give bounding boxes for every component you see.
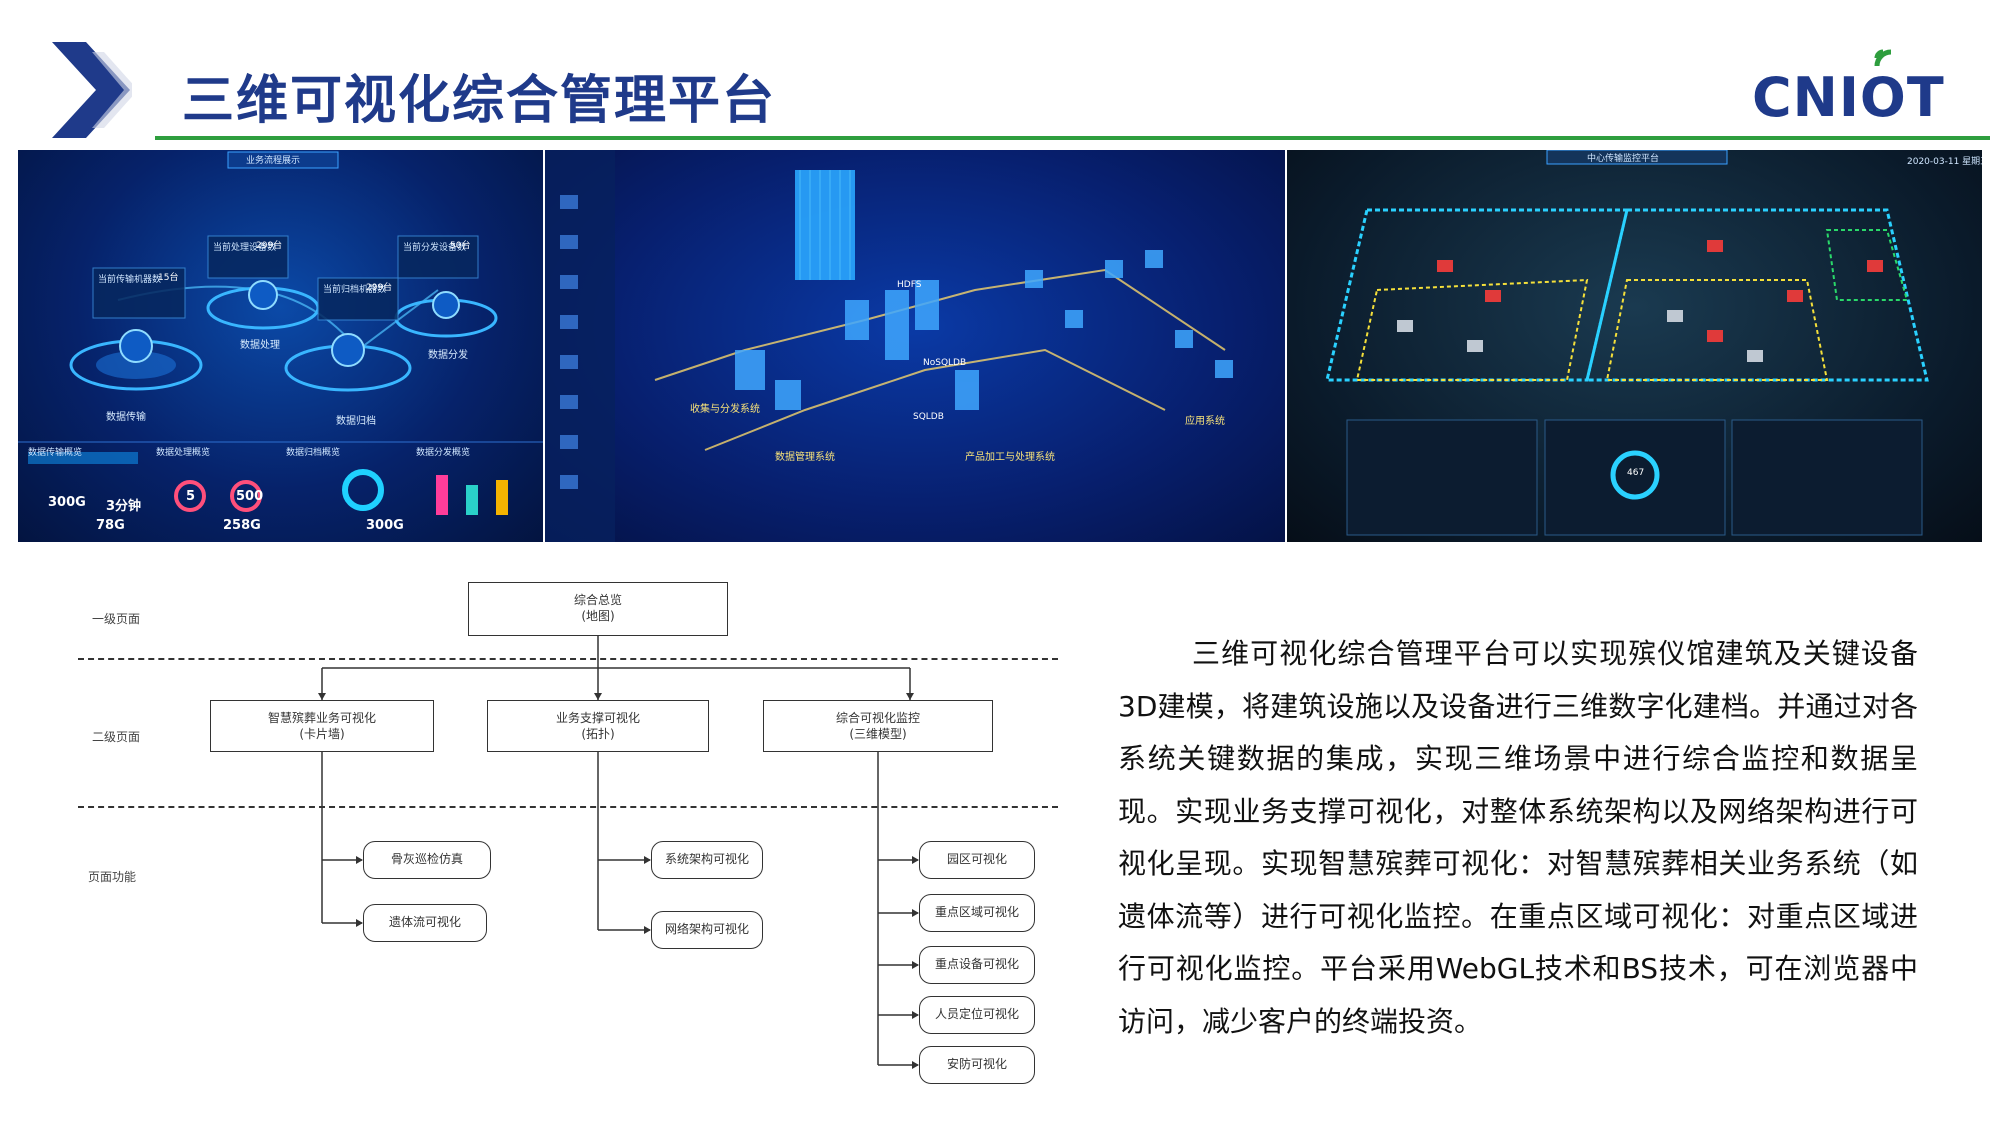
panel-title: 数据处理概览 bbox=[156, 448, 211, 458]
org-box-title: 智慧殡葬业务可视化 bbox=[267, 711, 376, 725]
header-divider bbox=[155, 136, 1990, 140]
system-architecture-3d-image: 数据管理系统 收集与分发系统 产品加工与处理系统 应用系统 HDFS NoSQL… bbox=[545, 150, 1285, 542]
panel-value: 258G bbox=[223, 518, 261, 533]
org-function-pill: 人员定位可视化 bbox=[919, 996, 1035, 1034]
arch-label: SQLDB bbox=[913, 412, 944, 422]
level-divider bbox=[78, 658, 1058, 660]
dashboard-graphic bbox=[18, 151, 543, 515]
node-label: 数据归档 bbox=[336, 416, 376, 427]
node-count: 299台 bbox=[256, 241, 283, 251]
signal-icon bbox=[1874, 49, 1892, 67]
panel-value: 5 bbox=[186, 489, 196, 504]
org-level2-box: 综合可视化监控 (三维模型) bbox=[763, 700, 993, 752]
panel-title: 数据归档概览 bbox=[286, 448, 341, 458]
org-level2-box: 业务支撑可视化 (拓扑) bbox=[487, 700, 709, 752]
org-box-title: 综合总览 bbox=[573, 593, 622, 607]
node-count: 15台 bbox=[158, 273, 179, 283]
shot3-title: 中心传输监控平台 bbox=[1587, 154, 1660, 164]
org-box-sub: (卡片墙) bbox=[299, 727, 345, 741]
node-label: 数据传输 bbox=[106, 412, 146, 423]
org-function-pill: 安防可视化 bbox=[919, 1046, 1035, 1084]
panel-value: 300G bbox=[366, 518, 404, 533]
org-level2-box: 智慧殡葬业务可视化 (卡片墙) bbox=[210, 700, 434, 752]
org-function-pill: 重点设备可视化 bbox=[919, 946, 1035, 984]
description-paragraph: 三维可视化综合管理平台可以实现殡仪馆建筑及关键设备3D建模，将建筑设施以及设备进… bbox=[1118, 637, 1918, 1038]
level-label: 二级页面 bbox=[92, 730, 141, 744]
org-function-pill: 网络架构可视化 bbox=[651, 911, 763, 949]
business-flow-dashboard-image: 业务流程展示 数据传输 数据处理 数据归档 数据分发 当前传输机器数 15台 当… bbox=[18, 150, 543, 542]
org-function-pill: 重点区域可视化 bbox=[919, 894, 1035, 932]
panel-value: 300G bbox=[48, 495, 86, 510]
page-title: 三维可视化综合管理平台 bbox=[182, 71, 777, 131]
arch-label: 产品加工与处理系统 bbox=[965, 452, 1055, 463]
panel-value: 3分钟 bbox=[106, 499, 142, 514]
node-count-label: 当前处理设备数 bbox=[213, 243, 277, 253]
chevron-logo-icon bbox=[52, 42, 132, 138]
arch-label: 数据管理系统 bbox=[775, 452, 835, 463]
node-count-label: 当前传输机器数 bbox=[98, 275, 162, 285]
arch-label: 收集与分发系统 bbox=[690, 404, 760, 415]
org-function-pill: 系统架构可视化 bbox=[651, 841, 763, 879]
network-monitoring-3d-image: 中心传输监控平台 2020-03-11 星期三 467 bbox=[1287, 150, 1982, 542]
node-count-label: 当前分发设备数 bbox=[403, 243, 467, 253]
org-root-box: 综合总览 (地图) bbox=[468, 582, 728, 636]
panel-title: 数据传输概览 bbox=[28, 448, 83, 458]
panel-value: 500 bbox=[236, 489, 264, 504]
arch-label: HDFS bbox=[897, 280, 922, 290]
org-box-title: 业务支撑可视化 bbox=[555, 711, 640, 725]
shot3-center-value: 467 bbox=[1627, 468, 1645, 478]
logo-text: CNIOT bbox=[1752, 66, 1945, 129]
shot1-title: 业务流程展示 bbox=[246, 156, 301, 166]
level-label: 页面功能 bbox=[88, 870, 137, 884]
org-box-title: 综合可视化监控 bbox=[835, 711, 920, 725]
architecture-graphic bbox=[545, 150, 1233, 542]
node-count: 299台 bbox=[366, 283, 393, 293]
shot3-timestamp: 2020-03-11 星期三 bbox=[1907, 157, 1982, 167]
node-count-label: 当前归档机器数 bbox=[323, 285, 387, 295]
node-count: 50台 bbox=[450, 241, 471, 251]
org-box-sub: (拓扑) bbox=[581, 727, 615, 741]
panel-title: 数据分发概览 bbox=[416, 448, 471, 458]
node-label: 数据处理 bbox=[240, 340, 280, 351]
level-divider bbox=[78, 806, 1058, 808]
org-box-sub: (三维模型) bbox=[849, 727, 907, 741]
org-function-pill: 遗体流可视化 bbox=[363, 904, 487, 942]
node-label: 数据分发 bbox=[428, 350, 468, 361]
cniot-logo bbox=[1745, 48, 1975, 126]
panel-value: 78G bbox=[96, 518, 125, 533]
network-graphic bbox=[1325, 150, 1929, 536]
org-function-pill: 园区可视化 bbox=[919, 841, 1035, 879]
arch-label: NoSQLDB bbox=[923, 358, 967, 368]
level-label: 一级页面 bbox=[92, 612, 141, 626]
arch-label: 应用系统 bbox=[1185, 416, 1225, 427]
org-box-sub: (地图) bbox=[581, 609, 615, 623]
org-function-pill: 骨灰巡检仿真 bbox=[363, 841, 491, 879]
